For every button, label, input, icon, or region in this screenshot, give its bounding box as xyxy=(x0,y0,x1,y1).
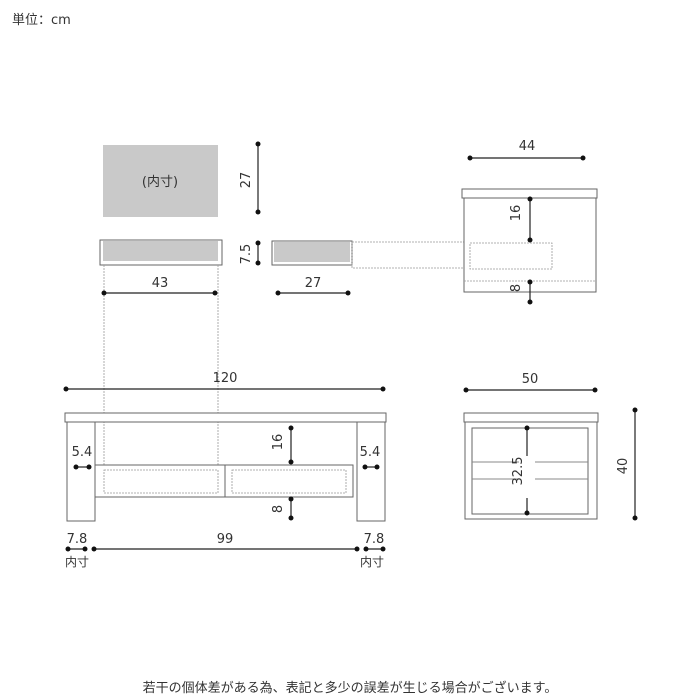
dim-side-top-gap: 16 xyxy=(509,196,533,243)
dim-left-inner: 7.8 内寸 xyxy=(65,532,89,569)
dim-label: 7.5 xyxy=(239,244,254,265)
dim-side-bottom-gap: 8 xyxy=(509,279,533,305)
dim-label: 8 xyxy=(271,505,286,513)
dim-label: 99 xyxy=(217,532,234,547)
disclaimer-note: 若干の個体差がある為、表記と多少の誤差が生じる場合がございます。 xyxy=(143,680,558,696)
dim-leg-left: 5.4 xyxy=(72,445,93,470)
dim-label: 43 xyxy=(152,276,169,291)
dim-label: 8 xyxy=(509,284,524,292)
dim-label: 16 xyxy=(271,434,286,451)
dim-label: 50 xyxy=(522,372,539,387)
dim-side-width: 44 xyxy=(467,139,586,161)
dim-leg-right: 5.4 xyxy=(360,445,381,470)
drawer-side-inner xyxy=(274,242,350,262)
inner-label: (内寸) xyxy=(142,174,178,190)
dim-inner-height: 27 xyxy=(239,141,261,215)
dim-depth: 50 xyxy=(463,372,598,393)
inner-area-box xyxy=(103,145,218,217)
dim-label: 7.8 xyxy=(364,532,385,547)
front-view xyxy=(64,412,387,522)
dim-label: 40 xyxy=(616,458,631,475)
dim-label: 44 xyxy=(519,139,536,154)
dim-front-top-gap: 16 xyxy=(271,425,294,465)
dim-label: 5.4 xyxy=(72,445,93,460)
dim-drawer-width: 43 xyxy=(101,276,218,296)
dim-label: 27 xyxy=(305,276,322,291)
dim-label: 120 xyxy=(213,371,238,386)
drawer-inner xyxy=(103,241,218,261)
dim-total-width: 120 xyxy=(63,371,386,392)
dim-right-inner: 7.8 内寸 xyxy=(360,532,386,569)
dim-inner-side-height: 32.5 xyxy=(511,425,535,516)
dim-label: 16 xyxy=(509,205,524,222)
dim-total-height: 40 xyxy=(616,407,638,521)
dim-inner-width: 99 xyxy=(91,532,360,552)
dim-drawer-depth: 27 xyxy=(275,276,351,296)
dim-drawer-height: 7.5 xyxy=(239,240,261,266)
dim-label: 27 xyxy=(239,172,254,189)
inner-note: 内寸 xyxy=(360,555,384,569)
dim-label: 5.4 xyxy=(360,445,381,460)
dim-label: 32.5 xyxy=(511,457,526,486)
dim-front-bottom-gap: 8 xyxy=(271,496,294,521)
unit-label: 単位：cm xyxy=(12,12,71,28)
dim-label: 7.8 xyxy=(67,532,88,547)
inner-note: 内寸 xyxy=(65,555,89,569)
